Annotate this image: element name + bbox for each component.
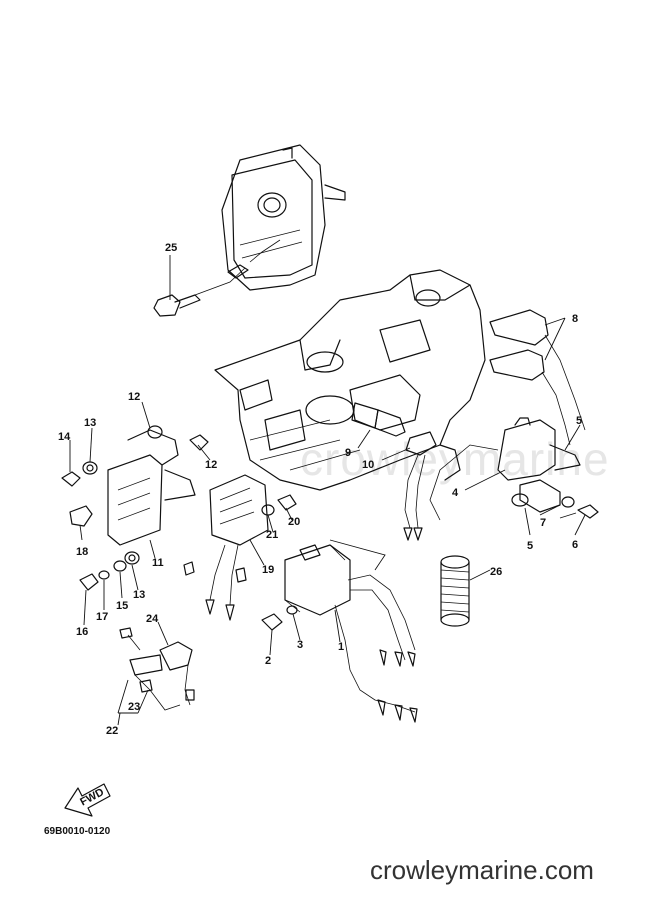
callout-5-top: 5: [576, 415, 582, 427]
part-bolt-2: [261, 613, 283, 631]
callout-5-bottom: 5: [527, 540, 533, 552]
part-spring-26: [440, 555, 470, 627]
callout-12-top: 12: [128, 391, 140, 403]
callout-6: 6: [572, 539, 578, 551]
part-grommet-12-top: [147, 425, 163, 439]
part-plug-caps-8: [489, 309, 586, 446]
callout-11: 11: [152, 557, 164, 569]
part-rectifier-19: [183, 474, 269, 621]
fwd-arrow-icon: FWD: [64, 783, 111, 817]
callout-2: 2: [265, 655, 271, 667]
callout-14: 14: [58, 431, 71, 443]
callout-13-bottom: 13: [133, 589, 145, 601]
callout-23: 23: [128, 701, 140, 713]
part-sensor-10: [403, 431, 437, 541]
part-bracket-11: [107, 429, 196, 546]
part-clip-18: [69, 505, 93, 527]
part-bolt-21: [261, 504, 275, 516]
part-bolt-20: [277, 494, 297, 511]
callout-19: 19: [262, 564, 274, 576]
callout-24: 24: [146, 613, 159, 625]
part-collar-15: [113, 560, 127, 572]
callout-26: 26: [490, 566, 502, 578]
callout-10: 10: [362, 459, 374, 471]
watermark: crowleymarine: [300, 433, 610, 485]
part-grommet-13-top: [82, 461, 98, 475]
callout-9: 9: [345, 447, 351, 459]
part-washer-17: [98, 570, 110, 580]
callout-18: 18: [76, 546, 88, 558]
callout-22: 22: [106, 725, 118, 737]
callout-25: 25: [165, 242, 177, 254]
callout-13-top: 13: [84, 417, 96, 429]
callout-12-right: 12: [205, 459, 217, 471]
part-switch-24: [119, 627, 195, 711]
callout-21: 21: [266, 529, 278, 541]
part-sensor-25: [153, 239, 281, 317]
part-bolt-14: [61, 471, 81, 487]
callout-1: 1: [338, 641, 344, 653]
part-engine-block: [214, 269, 486, 491]
callout-4: 4: [452, 487, 459, 499]
part-bolt-12-right: [189, 434, 209, 451]
part-bolt-16: [79, 573, 99, 591]
callout-8: 8: [572, 313, 578, 325]
callout-15: 15: [116, 600, 128, 612]
part-ignition-coil-4: [429, 417, 581, 521]
part-cover-housing: [221, 144, 346, 291]
site-name: crowleymarine.com: [370, 855, 594, 885]
diagram-code: 69B0010-0120: [44, 826, 111, 837]
part-washer-7: [561, 496, 575, 508]
part-cdi-unit-1: [284, 544, 418, 723]
leader-lines: [69, 255, 586, 726]
callout-7: 7: [540, 517, 546, 529]
part-thermo-sensor-9: [351, 402, 406, 437]
part-bolt-6: [559, 504, 599, 519]
callout-17: 17: [96, 611, 108, 623]
callout-16: 16: [76, 626, 88, 638]
callout-20: 20: [288, 516, 300, 528]
part-washer-3: [286, 605, 298, 615]
callout-3: 3: [297, 639, 303, 651]
callout-labels: 25 8 12 13 14 12 9 10 5 4 7 6 5 21 20 18…: [58, 242, 582, 737]
part-grommet-13-bottom: [124, 551, 140, 565]
